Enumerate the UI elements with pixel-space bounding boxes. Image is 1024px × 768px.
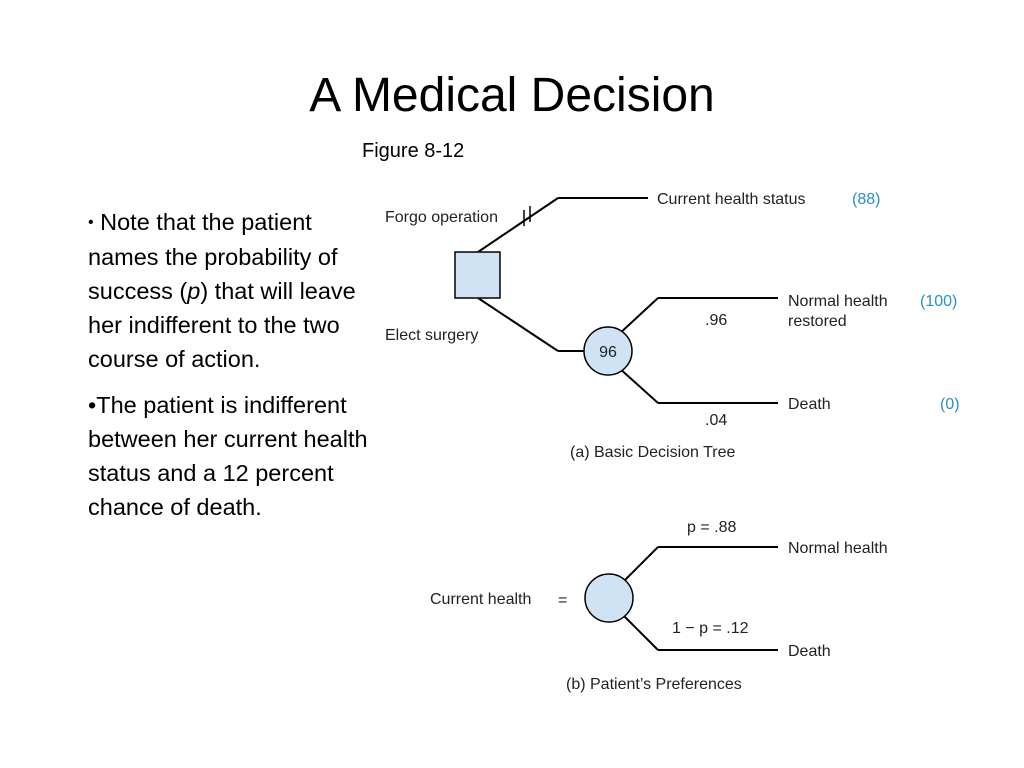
death-value: (0) [940,396,960,413]
branch-p-normal [621,546,659,584]
bullet-marker: • [88,214,94,231]
chance-node-value: 96 [599,344,617,361]
bullet-text: The patient is indifferent between her c… [88,392,368,520]
current-health-label: Current health [430,591,531,608]
chance-node-circle [583,326,633,376]
death-outcome-label: Death [788,643,831,660]
restored-label: restored [788,313,847,330]
normal-probability-label: .96 [705,312,727,329]
normal-health-outcome-label: Normal health [788,540,888,557]
bullet-list: • Note that the patient names the probab… [88,205,373,536]
patient-preferences-caption: (b) Patient’s Preferences [566,676,742,693]
branch-elect-surgery [477,297,559,352]
bullet-marker: • [88,392,97,418]
normal-health-value: (100) [920,293,957,310]
death-label: Death [788,396,831,413]
branch-death [617,366,659,404]
preference-chance-node [584,573,634,623]
p-probability-label: p = .88 [687,519,736,536]
decision-node-square [454,251,501,299]
q-probability-label: 1 − p = .12 [672,620,749,637]
equals-sign: = [558,592,567,609]
slide-title: A Medical Decision [309,69,715,122]
normal-health-label: Normal health [788,293,888,310]
probability-symbol: p [187,278,201,304]
current-health-status-value: (88) [852,191,880,208]
bullet-text-start: Note that the patient names the probabil… [88,209,338,304]
figure-reference: Figure 8-12 [362,140,465,162]
current-health-status-label: Current health status [657,191,806,208]
elect-surgery-label: Elect surgery [385,327,478,344]
bullet-item-indifference-probability: • Note that the patient names the probab… [88,205,373,376]
basic-decision-tree [477,197,778,404]
bullet-item-patient-indifferent: •The patient is indifferent between her … [88,388,373,524]
basic-decision-tree-caption: (a) Basic Decision Tree [570,444,735,461]
branch-forgo-operation [477,197,559,253]
death-probability-label: .04 [705,412,727,429]
branch-normal-health [617,297,659,336]
forgo-operation-label: Forgo operation [385,209,498,226]
branch-q-death [621,613,659,651]
bullet-text-end: ) that will leave her indifferent to the… [88,278,356,372]
patient-preferences-tree [621,546,778,651]
